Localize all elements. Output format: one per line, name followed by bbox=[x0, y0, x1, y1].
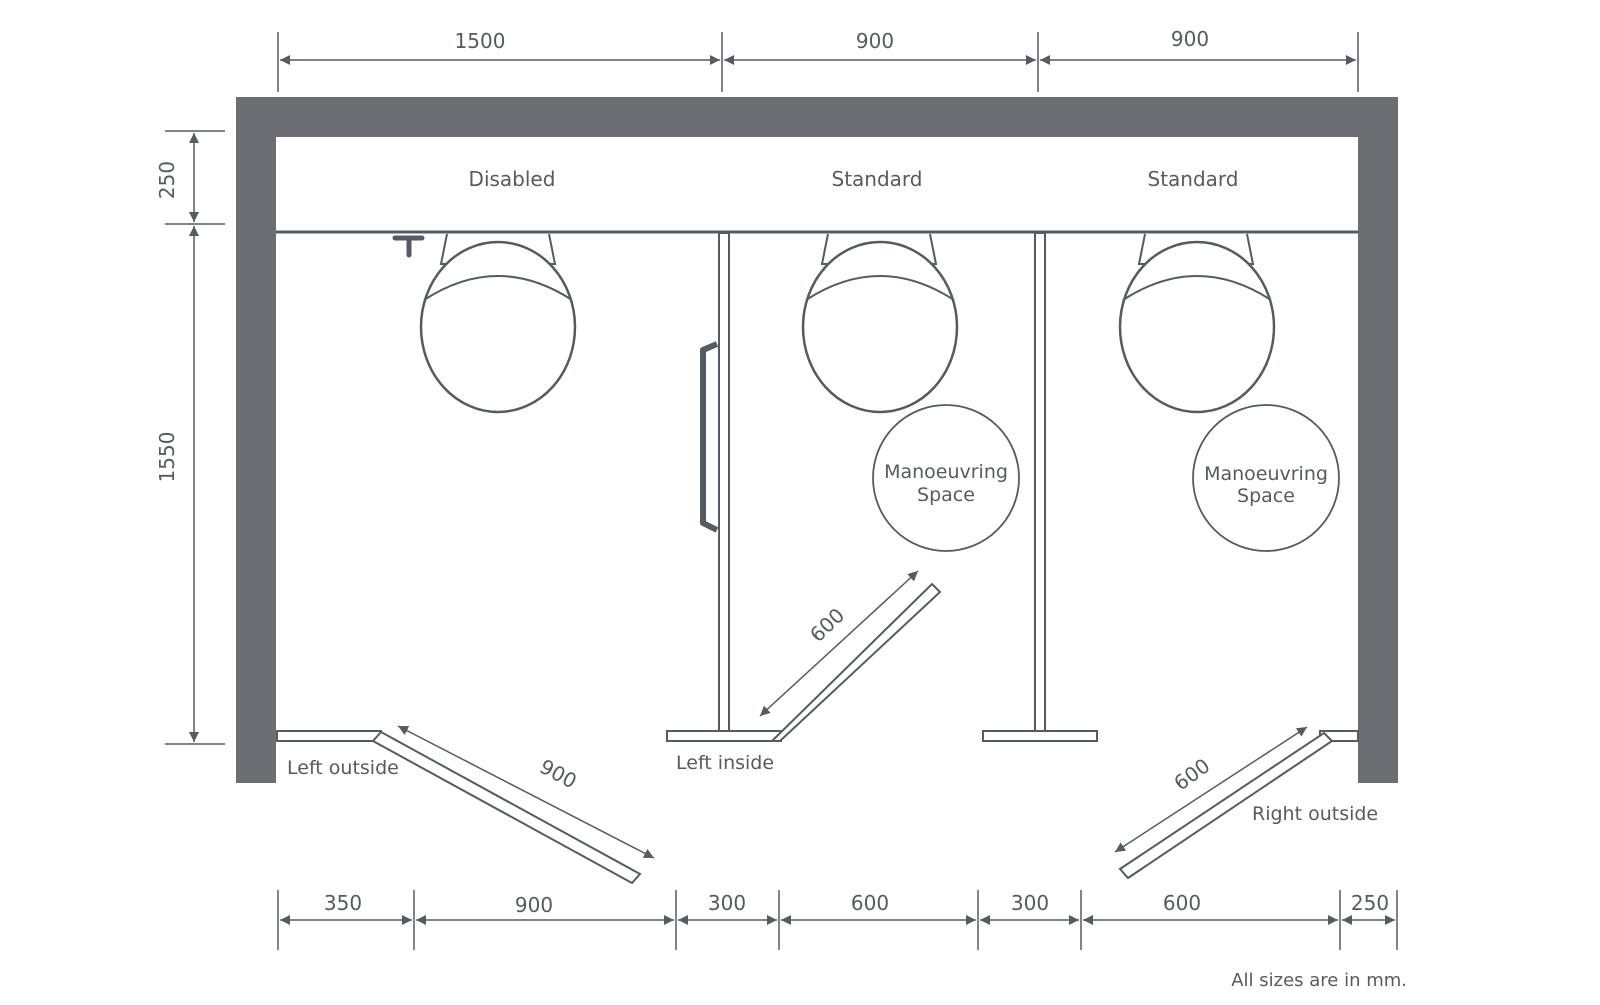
swing-label-right-outside: 600 bbox=[1169, 753, 1214, 795]
bottom-dim-1: 350 bbox=[324, 891, 362, 915]
left-dimensions: 250 1550 bbox=[155, 130, 225, 745]
toilets bbox=[419, 233, 1276, 414]
door-label-right-outside: Right outside bbox=[1252, 803, 1378, 825]
units-note: All sizes are in mm. bbox=[1231, 970, 1407, 991]
pilaster-2 bbox=[982, 730, 1098, 742]
flush-lever-icon bbox=[392, 235, 425, 258]
cubicle-label-3: Standard bbox=[1148, 167, 1239, 191]
top-dim-1: 1500 bbox=[455, 29, 506, 53]
top-dimensions: 1500 900 900 bbox=[277, 27, 1359, 92]
door-label-left-inside: Left inside bbox=[676, 752, 774, 774]
bottom-dim-4: 600 bbox=[851, 891, 889, 915]
swing-arrow-left-outside bbox=[397, 725, 655, 859]
manoeuvring-space-1-line1: Manoeuvring bbox=[884, 461, 1008, 483]
top-dim-2: 900 bbox=[856, 29, 894, 53]
walls bbox=[236, 97, 1398, 783]
swing-label-left-outside: 900 bbox=[536, 754, 581, 793]
cubicle-label-2: Standard bbox=[832, 167, 923, 191]
left-dim-2: 1550 bbox=[155, 432, 179, 483]
manoeuvring-space-2-line2: Space bbox=[1237, 485, 1295, 507]
toilet-3 bbox=[1118, 233, 1276, 414]
bottom-dimensions: 350 900 300 600 300 600 250 bbox=[277, 890, 1398, 950]
door-label-left-outside: Left outside bbox=[287, 757, 399, 779]
top-wall bbox=[236, 97, 1396, 137]
bottom-dim-6: 600 bbox=[1163, 891, 1201, 915]
pilaster-1 bbox=[666, 730, 782, 742]
left-return-panel bbox=[276, 730, 382, 742]
left-wall bbox=[236, 97, 276, 783]
manoeuvring-space-2: Manoeuvring Space bbox=[1192, 404, 1340, 552]
doors bbox=[371, 582, 1334, 885]
bottom-dim-2: 900 bbox=[515, 893, 553, 917]
manoeuvring-space-1-line2: Space bbox=[917, 484, 975, 506]
toilet-2 bbox=[801, 233, 959, 414]
bottom-dim-5: 300 bbox=[1011, 891, 1049, 915]
manoeuvring-space-1: Manoeuvring Space bbox=[872, 404, 1020, 552]
bottom-dim-3: 300 bbox=[708, 891, 746, 915]
partition-2 bbox=[1034, 232, 1046, 733]
right-wall bbox=[1358, 97, 1398, 783]
manoeuvring-space-2-line1: Manoeuvring bbox=[1204, 463, 1328, 485]
bottom-dim-7: 250 bbox=[1351, 891, 1389, 915]
swing-arrow-right-outside bbox=[1114, 726, 1308, 853]
partition-1 bbox=[718, 232, 730, 733]
grab-rail-icon bbox=[700, 341, 719, 533]
door-left-inside bbox=[769, 582, 942, 742]
swing-arrow-left-inside bbox=[759, 570, 919, 717]
toilet-1 bbox=[419, 233, 577, 414]
top-dim-3: 900 bbox=[1171, 27, 1209, 51]
left-dim-1: 250 bbox=[155, 161, 179, 199]
door-left-outside bbox=[371, 730, 642, 885]
cubicle-label-1: Disabled bbox=[469, 167, 556, 191]
